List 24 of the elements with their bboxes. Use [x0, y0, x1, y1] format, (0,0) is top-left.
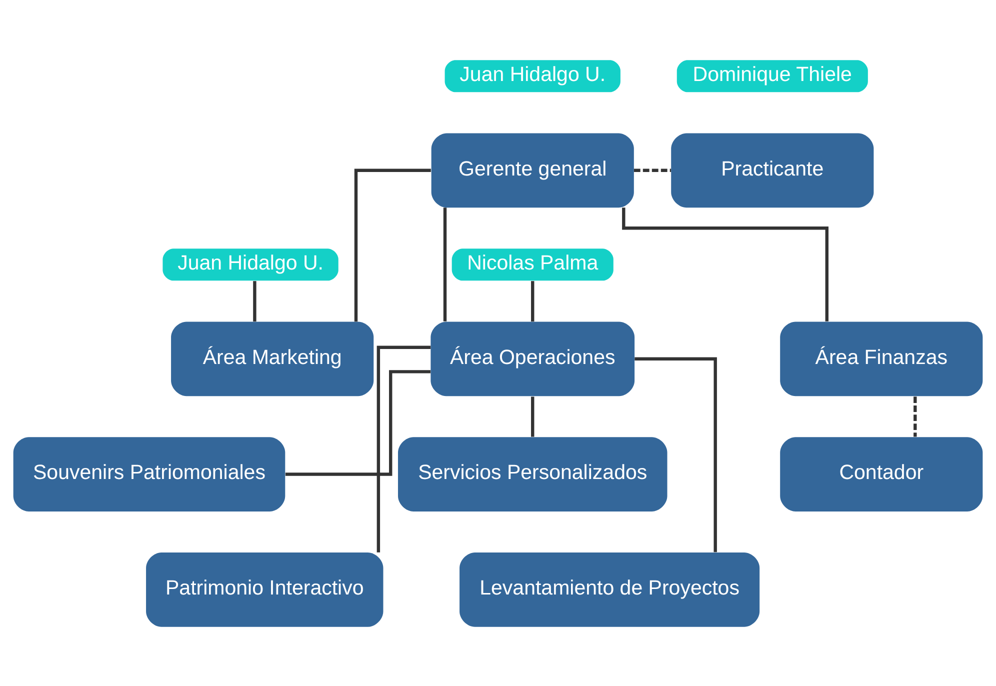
- connector: [253, 280, 256, 322]
- connector: [443, 207, 447, 321]
- node-box: Área Finanzas: [780, 321, 983, 396]
- node-box: Patrimonio Interactivo: [146, 552, 384, 626]
- node-box: Gerente general: [431, 132, 634, 208]
- node-box: Juan Hidalgo U.: [162, 248, 338, 280]
- node-box: Contador: [780, 436, 983, 511]
- connector: [634, 356, 717, 552]
- node-box: Levantamiento de Proyectos: [460, 552, 760, 626]
- node-box: Área Operaciones: [430, 321, 635, 396]
- node-box: Souvenirs Patriomoniales: [13, 436, 286, 511]
- node-box: Área Marketing: [171, 321, 374, 396]
- node-box: Juan Hidalgo U.: [444, 60, 620, 92]
- connector: [285, 370, 431, 476]
- connector: [531, 280, 534, 322]
- connector: [376, 345, 431, 552]
- node-box: Nicolas Palma: [452, 248, 614, 280]
- node-box: Servicios Personalizados: [398, 436, 668, 511]
- connector: [531, 396, 534, 436]
- connector: [914, 396, 917, 436]
- connector: [354, 168, 431, 322]
- node-box: Dominique Thiele: [676, 60, 868, 92]
- connector: [634, 168, 672, 172]
- node-box: Practicante: [671, 132, 874, 208]
